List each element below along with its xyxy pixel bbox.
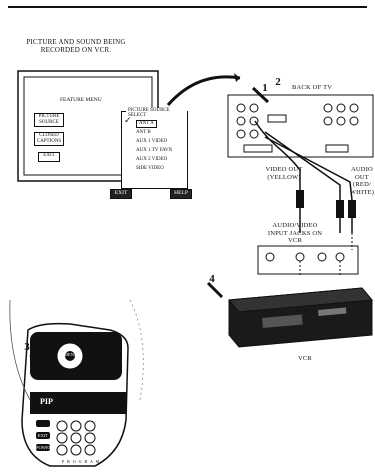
source-option[interactable]: SIDE VIDEO xyxy=(136,166,164,172)
source-option[interactable]: AUX 1 TV FAVN xyxy=(136,148,172,154)
remote-key-exit[interactable]: EXIT xyxy=(36,433,50,438)
remote-key-power[interactable]: POWER xyxy=(36,445,50,450)
back-of-tv-label: BACK OF TV xyxy=(292,84,332,92)
step-5-marker: 5 xyxy=(102,340,118,358)
feature-closed-captions-button[interactable]: CLOSED CAPTIONS xyxy=(34,132,64,146)
remote-key-menu[interactable]: MENU xyxy=(64,352,76,357)
source-option[interactable]: AUX 1 VIDEO xyxy=(136,139,167,145)
check-icon: ✓ xyxy=(124,115,132,126)
source-exit-button[interactable]: EXIT xyxy=(110,189,132,199)
av-input-label: AUDIO/VIDEO INPUT JACKS ON VCR xyxy=(262,222,328,245)
vcr-label: VCR xyxy=(298,355,312,363)
picture-source-select-panel: PICTURE SOURCE SELECT ✓ ANT A ANT B AUX … xyxy=(121,111,188,189)
source-help-button[interactable]: HELP xyxy=(170,189,192,199)
feature-picture-source-button[interactable]: PICTURE SOURCE xyxy=(34,113,64,127)
feature-menu-title: FEATURE MENU xyxy=(60,97,102,103)
step-4-marker: 4 xyxy=(204,270,220,288)
audio-out-label: AUDIO OUT (RED/ WHITE) xyxy=(349,166,375,196)
step-2-marker: 2 xyxy=(270,73,286,91)
source-option[interactable]: ANT A xyxy=(136,120,157,128)
step-3-marker: 3 xyxy=(19,338,35,356)
remote-brand-strip: P R O G R A M xyxy=(62,459,100,464)
video-out-label: VIDEO OUT (YELLOW) xyxy=(260,166,308,181)
source-option[interactable]: ANT B xyxy=(136,130,151,136)
remote-key-mute[interactable]: MUTE xyxy=(100,445,116,450)
source-option[interactable]: AUX 2 VIDEO xyxy=(136,157,167,163)
remote-pip-label: PIP xyxy=(40,397,53,406)
feature-exit-button[interactable]: EXIT xyxy=(38,152,60,162)
picture-source-select-title: PICTURE SOURCE SELECT xyxy=(126,108,187,118)
